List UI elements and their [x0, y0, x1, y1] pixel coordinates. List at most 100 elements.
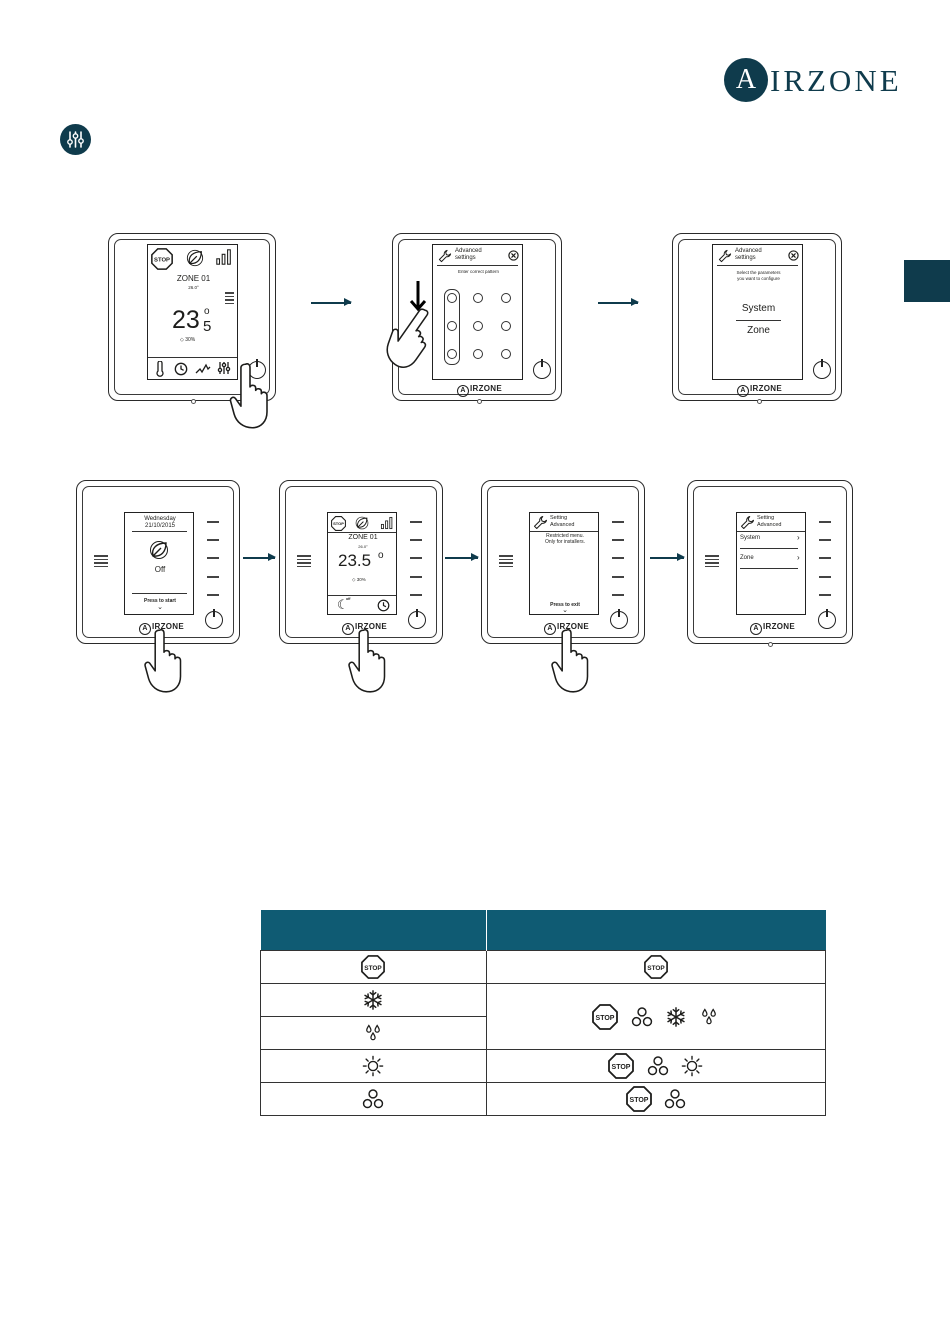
sliders-icon[interactable]	[216, 360, 232, 376]
table-header-right	[486, 910, 826, 951]
option-system[interactable]: System	[741, 303, 776, 314]
option-system[interactable]: System	[740, 535, 761, 541]
power-button[interactable]	[813, 359, 831, 379]
thermostat-device-1: ZONE 01 26.0° 23 5 o ◇ 30%	[108, 233, 276, 404]
clock-icon[interactable]	[174, 362, 188, 376]
mode-table	[260, 910, 826, 1116]
wrench-icon	[740, 515, 755, 530]
start-action[interactable]: Press to start	[144, 598, 176, 604]
chevron-down-icon: ⌄	[562, 607, 568, 614]
option-zone[interactable]: Zone	[740, 555, 754, 561]
table-cell	[485, 983, 826, 1050]
section-side-tab	[904, 260, 950, 302]
sun-heat-icon	[681, 1055, 703, 1077]
exit-action[interactable]: Press to exit	[550, 602, 580, 608]
curve-icon[interactable]	[195, 363, 211, 375]
screen-title-line1: Advanced	[735, 248, 762, 254]
menu-lines-icon[interactable]	[297, 555, 311, 569]
moon-sleep-icon[interactable]: ☾	[337, 597, 349, 612]
pattern-node[interactable]	[473, 349, 483, 359]
option-zone[interactable]: Zone	[747, 325, 770, 336]
hand-pointer-icon	[386, 305, 436, 371]
pattern-node[interactable]	[447, 349, 457, 359]
menu-lines-icon[interactable]	[225, 292, 234, 306]
pattern-node[interactable]	[473, 321, 483, 331]
instruction-line1: Select the parameters	[736, 270, 781, 275]
close-icon[interactable]	[788, 250, 799, 261]
zone-name: ZONE 01	[176, 274, 211, 283]
menu-lines-icon[interactable]	[94, 555, 108, 569]
degree-icon: o	[378, 550, 384, 561]
table-row	[260, 950, 826, 984]
stop-icon[interactable]	[331, 516, 346, 531]
power-button[interactable]	[610, 609, 628, 629]
home-screen[interactable]: ZONE 01 26.0° 23.5 o ◇ 30% ☾ off	[327, 512, 397, 615]
table-cell	[485, 950, 826, 984]
stop-icon	[644, 955, 668, 979]
close-icon[interactable]	[508, 250, 519, 261]
pattern-node[interactable]	[501, 349, 511, 359]
power-button[interactable]	[205, 609, 223, 629]
power-button[interactable]	[818, 609, 836, 629]
humidity-value: 30%	[356, 577, 366, 582]
drops-dry-icon	[699, 1007, 719, 1027]
table-row	[260, 1049, 826, 1083]
thermometer-icon[interactable]	[154, 361, 168, 377]
menu-lines-icon[interactable]	[499, 555, 513, 569]
fan-icon	[664, 1088, 686, 1110]
screen-title-line1: Setting	[550, 515, 568, 521]
note-line1: Restricted menu.	[546, 533, 584, 539]
pattern-node[interactable]	[473, 293, 483, 303]
thermostat-screen[interactable]: ZONE 01 26.0° 23 5 o ◇ 30%	[147, 244, 238, 380]
airzone-logo: A IRZONE	[724, 58, 899, 104]
humidity-value: 30%	[185, 337, 196, 343]
table-cell	[260, 950, 487, 984]
screen-title-line2: settings	[455, 255, 476, 261]
stop-icon[interactable]	[151, 248, 173, 270]
table-cell	[260, 1016, 487, 1050]
table-header-left	[260, 910, 487, 951]
pattern-node[interactable]	[501, 321, 511, 331]
drops-dry-icon	[363, 1023, 383, 1043]
flow-arrow	[598, 299, 639, 305]
eco-leaf-icon[interactable]	[355, 516, 369, 530]
table-row	[260, 983, 826, 1050]
fan-icon	[631, 1006, 653, 1028]
table-cell	[485, 1082, 826, 1116]
hand-pointer-icon	[140, 628, 188, 694]
power-button[interactable]	[533, 359, 551, 379]
pattern-node[interactable]	[447, 321, 457, 331]
stop-icon	[626, 1086, 652, 1112]
flow-arrow	[650, 554, 685, 560]
clock-icon[interactable]	[377, 599, 390, 612]
eco-leaf-icon[interactable]	[186, 249, 204, 267]
pattern-node[interactable]	[501, 293, 511, 303]
menu-lines-icon[interactable]	[705, 555, 719, 569]
power-button[interactable]	[408, 609, 426, 629]
hand-pointer-icon	[226, 362, 274, 430]
stop-icon	[608, 1053, 634, 1079]
wrench-icon	[718, 249, 732, 263]
pattern-node[interactable]	[447, 293, 457, 303]
temperature-integer: 23	[172, 306, 200, 334]
date-label: 21/10/2015	[144, 523, 176, 529]
flow-arrow	[243, 554, 276, 560]
screen-title-line1: Advanced	[455, 248, 482, 254]
